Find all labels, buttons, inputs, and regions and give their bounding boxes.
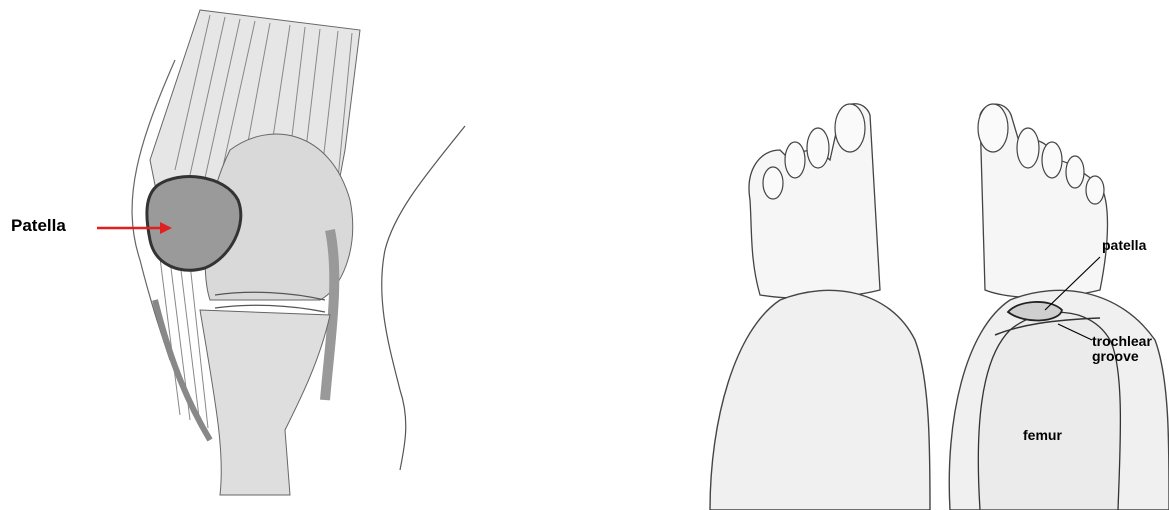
patella-label: Patella bbox=[11, 216, 66, 236]
tibia bbox=[200, 310, 330, 495]
trochlear-groove-label: trochlear groove bbox=[1092, 334, 1152, 364]
trochlear-label-line1: trochlear bbox=[1092, 334, 1152, 349]
femur-label: femur bbox=[1023, 427, 1062, 443]
trochlear-label-line2: groove bbox=[1092, 349, 1152, 364]
knee-anatomy-drawing bbox=[0, 0, 560, 510]
feet-illustration: patella trochlear groove femur bbox=[690, 0, 1169, 510]
knee-illustration: Patella bbox=[0, 0, 560, 510]
left-knee bbox=[710, 290, 930, 510]
feet-knees-drawing bbox=[690, 0, 1169, 510]
leg-contour-back bbox=[382, 126, 465, 470]
patella-label-right: patella bbox=[1102, 237, 1146, 253]
